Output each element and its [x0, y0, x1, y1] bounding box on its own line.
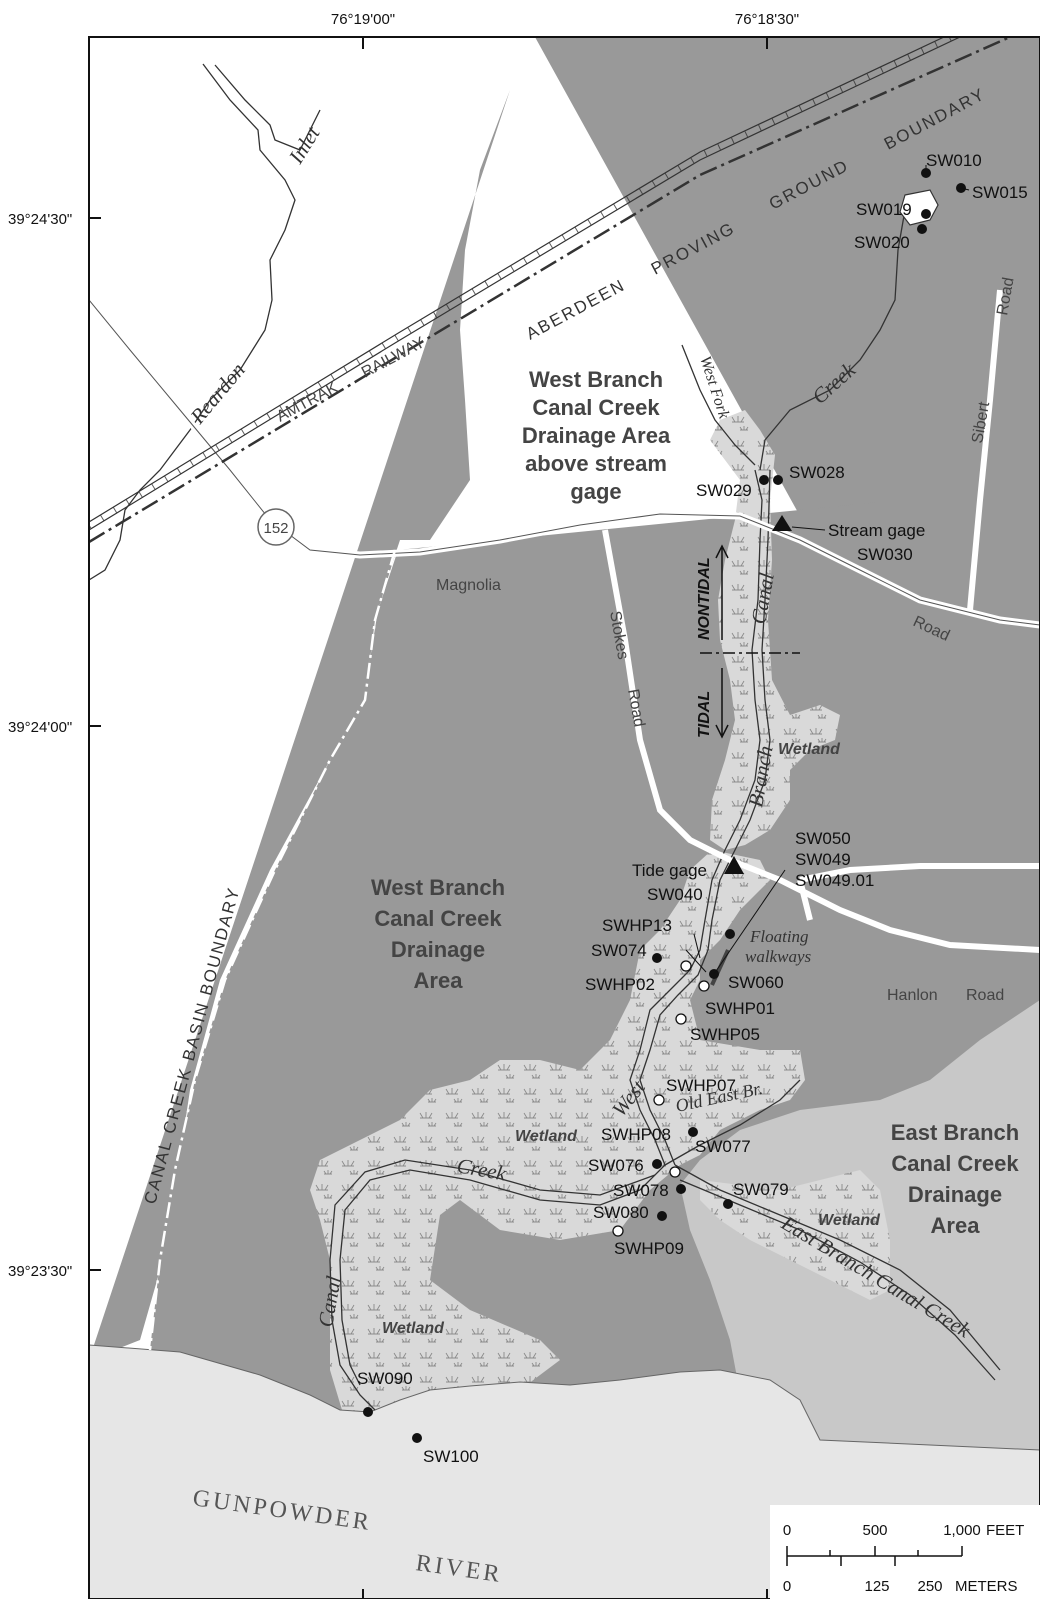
svg-text:Canal Creek: Canal Creek — [374, 906, 502, 931]
label-sw029: SW029 — [696, 481, 752, 500]
road-hanlon-label: Hanlon — [887, 987, 938, 1004]
svg-text:Canal Creek: Canal Creek — [532, 395, 660, 420]
svg-text:500: 500 — [862, 1522, 887, 1539]
svg-text:East Branch: East Branch — [891, 1120, 1019, 1145]
label-sw049-01: SW049.01 — [795, 871, 874, 890]
label-sw019: SW019 — [856, 200, 912, 219]
label-swhp08: SWHP08 — [601, 1125, 671, 1144]
svg-text:SW030: SW030 — [857, 545, 913, 564]
route-152-shield: 152 — [257, 508, 295, 546]
svg-text:FEET: FEET — [986, 1522, 1024, 1539]
svg-text:1,000: 1,000 — [943, 1522, 981, 1539]
road-sibert-road-label: Road — [994, 276, 1017, 317]
label-sw074: SW074 — [591, 941, 647, 960]
svg-text:West Branch: West Branch — [371, 875, 505, 900]
scale-bar: 0 500 1,000 FEET 0 125 250 METERS — [770, 1505, 1040, 1599]
svg-text:Floating: Floating — [749, 927, 809, 946]
label-sw060: SW060 — [728, 973, 784, 992]
longitude-label-2: 76°18'30" — [735, 11, 799, 28]
label-sw076: SW076 — [588, 1156, 644, 1175]
amtrak-railway — [89, 37, 961, 531]
svg-text:Drainage: Drainage — [908, 1182, 1002, 1207]
longitude-label-1: 76°19'00" — [331, 11, 395, 28]
area-label-west-branch: West Branch Canal Creek Drainage Area — [371, 875, 505, 993]
wetland-label-4: Wetland — [382, 1320, 445, 1337]
label-sw020: SW020 — [854, 233, 910, 252]
svg-text:0: 0 — [783, 1578, 791, 1595]
hand-pump-stations — [612, 960, 710, 1237]
wetland-label-3: Wetland — [818, 1212, 881, 1229]
road-stokes-road-label: Road — [624, 688, 647, 729]
svg-text:West Branch: West Branch — [529, 367, 663, 392]
stream-gage-marker: Stream gage SW030 — [772, 515, 925, 564]
apg-boundary-line — [89, 37, 1011, 544]
wetland-label-1: Wetland — [778, 741, 841, 758]
label-sw015: SW015 — [972, 183, 1028, 202]
label-swhp05: SWHP05 — [690, 1025, 760, 1044]
svg-text:Drainage: Drainage — [391, 937, 485, 962]
svg-text:METERS: METERS — [955, 1578, 1018, 1595]
label-sw079: SW079 — [733, 1180, 789, 1199]
area-label-above-gage: West Branch Canal Creek Drainage Area ab… — [522, 367, 671, 504]
svg-text:walkways: walkways — [745, 947, 811, 966]
svg-text:152: 152 — [263, 520, 288, 537]
road-hanlon-road-label: Road — [966, 987, 1004, 1004]
label-sw010: SW010 — [926, 151, 982, 170]
tide-gage-marker: Tide gage SW040 — [632, 856, 744, 904]
label-swhp02: SWHP02 — [585, 975, 655, 994]
label-swhp07: SWHP07 — [666, 1076, 736, 1095]
label-sw090: SW090 — [357, 1369, 413, 1388]
label-swhp01: SWHP01 — [705, 999, 775, 1018]
road-magnolia-label: Magnolia — [436, 577, 501, 594]
svg-text:Area: Area — [414, 968, 464, 993]
latitude-label-3: 39°23'30" — [8, 1263, 72, 1280]
label-swhp09: SWHP09 — [614, 1239, 684, 1258]
latitude-label-2: 39°24'00" — [8, 719, 72, 736]
label-sw028: SW028 — [789, 463, 845, 482]
svg-text:TIDAL: TIDAL — [696, 691, 713, 738]
svg-text:Canal Creek: Canal Creek — [891, 1151, 1019, 1176]
svg-text:gage: gage — [570, 479, 621, 504]
label-sw049: SW049 — [795, 850, 851, 869]
svg-text:125: 125 — [864, 1578, 889, 1595]
area-label-east-branch: East Branch Canal Creek Drainage Area — [891, 1120, 1020, 1238]
label-sw078: SW078 — [613, 1181, 669, 1200]
map-frame — [88, 36, 1040, 1599]
label-sw100: SW100 — [423, 1447, 479, 1466]
label-sw077: SW077 — [695, 1137, 751, 1156]
svg-text:Tide gage: Tide gage — [632, 861, 707, 880]
graticule-ticks — [89, 37, 768, 1599]
leader-lines — [685, 165, 970, 975]
latitude-label-1: 39°24'30" — [8, 211, 72, 228]
wetland-label-2: Wetland — [515, 1128, 578, 1145]
floating-walkways: Floating walkways — [710, 927, 811, 986]
svg-text:0: 0 — [783, 1522, 791, 1539]
svg-text:250: 250 — [917, 1578, 942, 1595]
svg-text:SW040: SW040 — [647, 885, 703, 904]
svg-text:NONTIDAL: NONTIDAL — [696, 557, 713, 640]
svg-text:above stream: above stream — [525, 451, 667, 476]
svg-text:Drainage Area: Drainage Area — [522, 423, 671, 448]
roads — [89, 289, 1040, 953]
svg-text:Stream gage: Stream gage — [828, 521, 925, 540]
svg-text:Area: Area — [931, 1213, 981, 1238]
streams — [89, 63, 1001, 1411]
label-swhp13: SWHP13 — [602, 916, 672, 935]
tidal-indicator: NONTIDAL TIDAL — [696, 544, 729, 739]
label-sw080: SW080 — [593, 1203, 649, 1222]
label-sw050: SW050 — [795, 829, 851, 848]
basin-boundary-line — [148, 549, 397, 1351]
